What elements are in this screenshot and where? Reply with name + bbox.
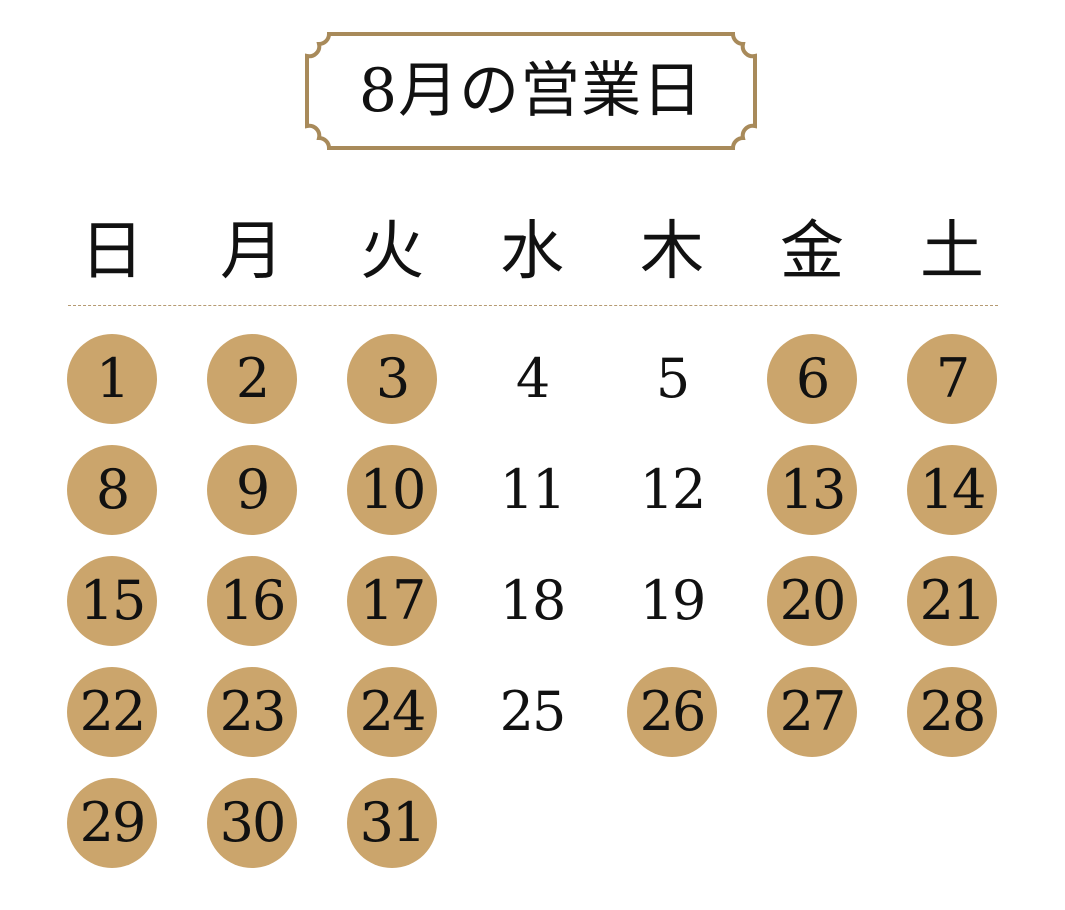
calendar-day-open: 21: [907, 556, 997, 646]
calendar-day-closed: 25: [499, 680, 567, 743]
calendar-day-open: 17: [347, 556, 437, 646]
calendar-day-open: 29: [67, 778, 157, 868]
calendar-day-open: 24: [347, 667, 437, 757]
title-frame: 8月の営業日: [303, 30, 759, 152]
calendar-day-open: 23: [207, 667, 297, 757]
calendar-day-open: 30: [207, 778, 297, 868]
weekday-friday: 金: [780, 215, 844, 289]
weekday-sunday: 日: [80, 215, 144, 289]
calendar-day-closed: 12: [639, 458, 707, 521]
calendar-day-open: 9: [207, 445, 297, 535]
calendar-day-open: 7: [907, 334, 997, 424]
weekday-tuesday: 火: [360, 215, 424, 289]
weekday-wednesday: 水: [500, 215, 564, 289]
calendar-day-open: 26: [627, 667, 717, 757]
calendar-day-open: 2: [207, 334, 297, 424]
calendar-day-open: 14: [907, 445, 997, 535]
weekday-thursday: 木: [640, 215, 704, 289]
weekday-monday: 月: [220, 215, 284, 289]
calendar-day-open: 6: [767, 334, 857, 424]
calendar-day-closed: 19: [639, 569, 707, 632]
calendar-day-open: 20: [767, 556, 857, 646]
calendar-day-open: 10: [347, 445, 437, 535]
title-frame-border: [305, 32, 757, 150]
calendar-day-open: 3: [347, 334, 437, 424]
page-title: 8月の営業日: [358, 56, 704, 126]
calendar-day-open: 13: [767, 445, 857, 535]
calendar-day-open: 15: [67, 556, 157, 646]
calendar-day-closed: 11: [499, 458, 567, 521]
calendar-day-open: 31: [347, 778, 437, 868]
weekday-saturday: 土: [920, 215, 984, 289]
calendar-day-closed: 4: [515, 347, 550, 410]
weekday-header-row: 日 月 火 水 木 金 土: [42, 212, 1022, 292]
calendar-day-open: 27: [767, 667, 857, 757]
calendar-day-closed: 18: [499, 569, 567, 632]
calendar-day-open: 28: [907, 667, 997, 757]
header-divider: [68, 305, 998, 306]
calendar-day-open: 8: [67, 445, 157, 535]
calendar-day-open: 16: [207, 556, 297, 646]
calendar-day-closed: 5: [655, 347, 690, 410]
calendar-day-open: 22: [67, 667, 157, 757]
calendar-day-open: 1: [67, 334, 157, 424]
